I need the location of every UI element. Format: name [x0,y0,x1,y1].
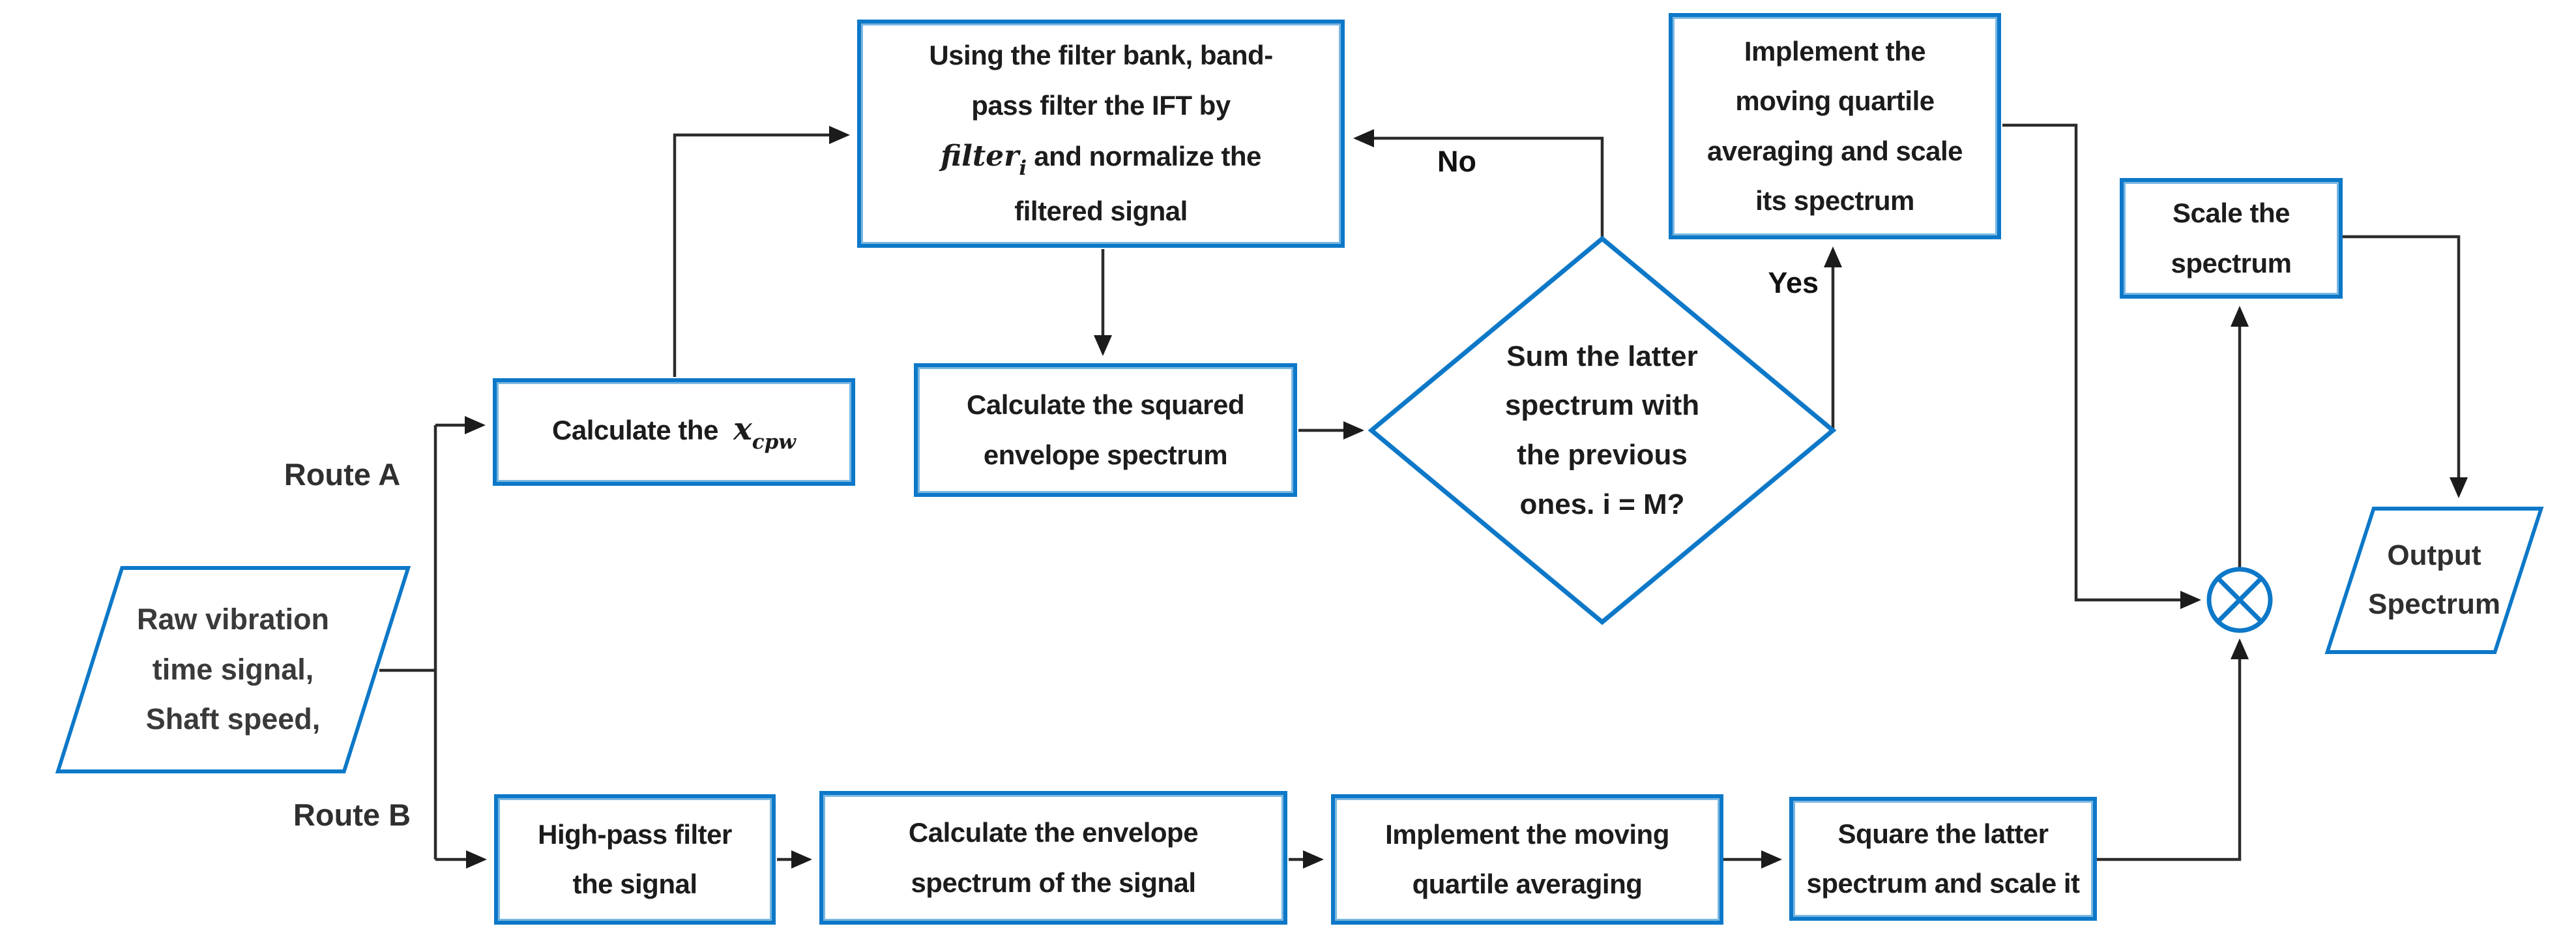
no-branch-label: No [1437,145,1476,178]
multiply-junction-icon [2206,567,2273,633]
highpass-label: High-pass filter the signal [538,818,732,899]
calc-xcpw-label: Calculate the xcpw [552,410,796,454]
connector-square-to-multiply [2097,638,2249,861]
moving-quartile-box: Implement the moving quartile averaging [1331,794,1723,925]
connector-no-loop [1353,129,1604,237]
output-parallelogram-label: Output Spectrum [2368,539,2500,620]
calc-xcpw-box: Calculate the xcpw [493,378,855,486]
decision-diamond [1368,235,1837,625]
math-sub-cpw: cpw [752,430,796,454]
implement-scale-label: Implement the moving quartile averaging … [1706,35,1963,216]
squared-envelope-box: Calculate the squared envelope spectrum [914,363,1297,497]
route-b-label: Route B [293,797,411,832]
output-parallelogram: Output Spectrum [2324,507,2544,654]
square-spectrum-box: Square the latter spectrum and scale it [1789,797,2097,921]
moving-quartile-label: Implement the moving quartile averaging [1385,818,1669,899]
route-a-label: Route A [284,457,401,492]
decision-diamond-label: Sum the latter spectrum with the previou… [1504,340,1700,520]
implement-scale-box: Implement the moving quartile averaging … [1669,13,2001,239]
math-sub-i: i [1019,156,1027,181]
math-var-x: x [733,410,752,447]
connector-implement-to-multiply [2002,123,2201,609]
input-parallelogram-label: Raw vibration time signal, Shaft speed, [136,603,330,736]
connector-xcpw-to-filterbank [673,126,850,377]
squared-envelope-label: Calculate the squared envelope spectrum [967,389,1244,470]
filter-bank-label: Using the filter bank, band- pass filter… [929,40,1273,227]
scale-spectrum-box: Scale the spectrum [2120,178,2343,299]
scale-spectrum-label: Scale the spectrum [2171,198,2292,278]
square-spectrum-label: Square the latter spectrum and scale it [1806,818,2081,899]
math-var-filter: filter [941,140,1019,173]
connector-scale-to-output [2343,235,2468,498]
highpass-box: High-pass filter the signal [494,794,776,925]
envelope-spectrum-label: Calculate the envelope spectrum of the s… [908,817,1199,898]
yes-branch-label: Yes [1768,266,1819,299]
filter-bank-box: Using the filter bank, band- pass filter… [857,20,1345,248]
input-parallelogram: Raw vibration time signal, Shaft speed, [55,566,411,773]
envelope-spectrum-box: Calculate the envelope spectrum of the s… [819,791,1287,925]
